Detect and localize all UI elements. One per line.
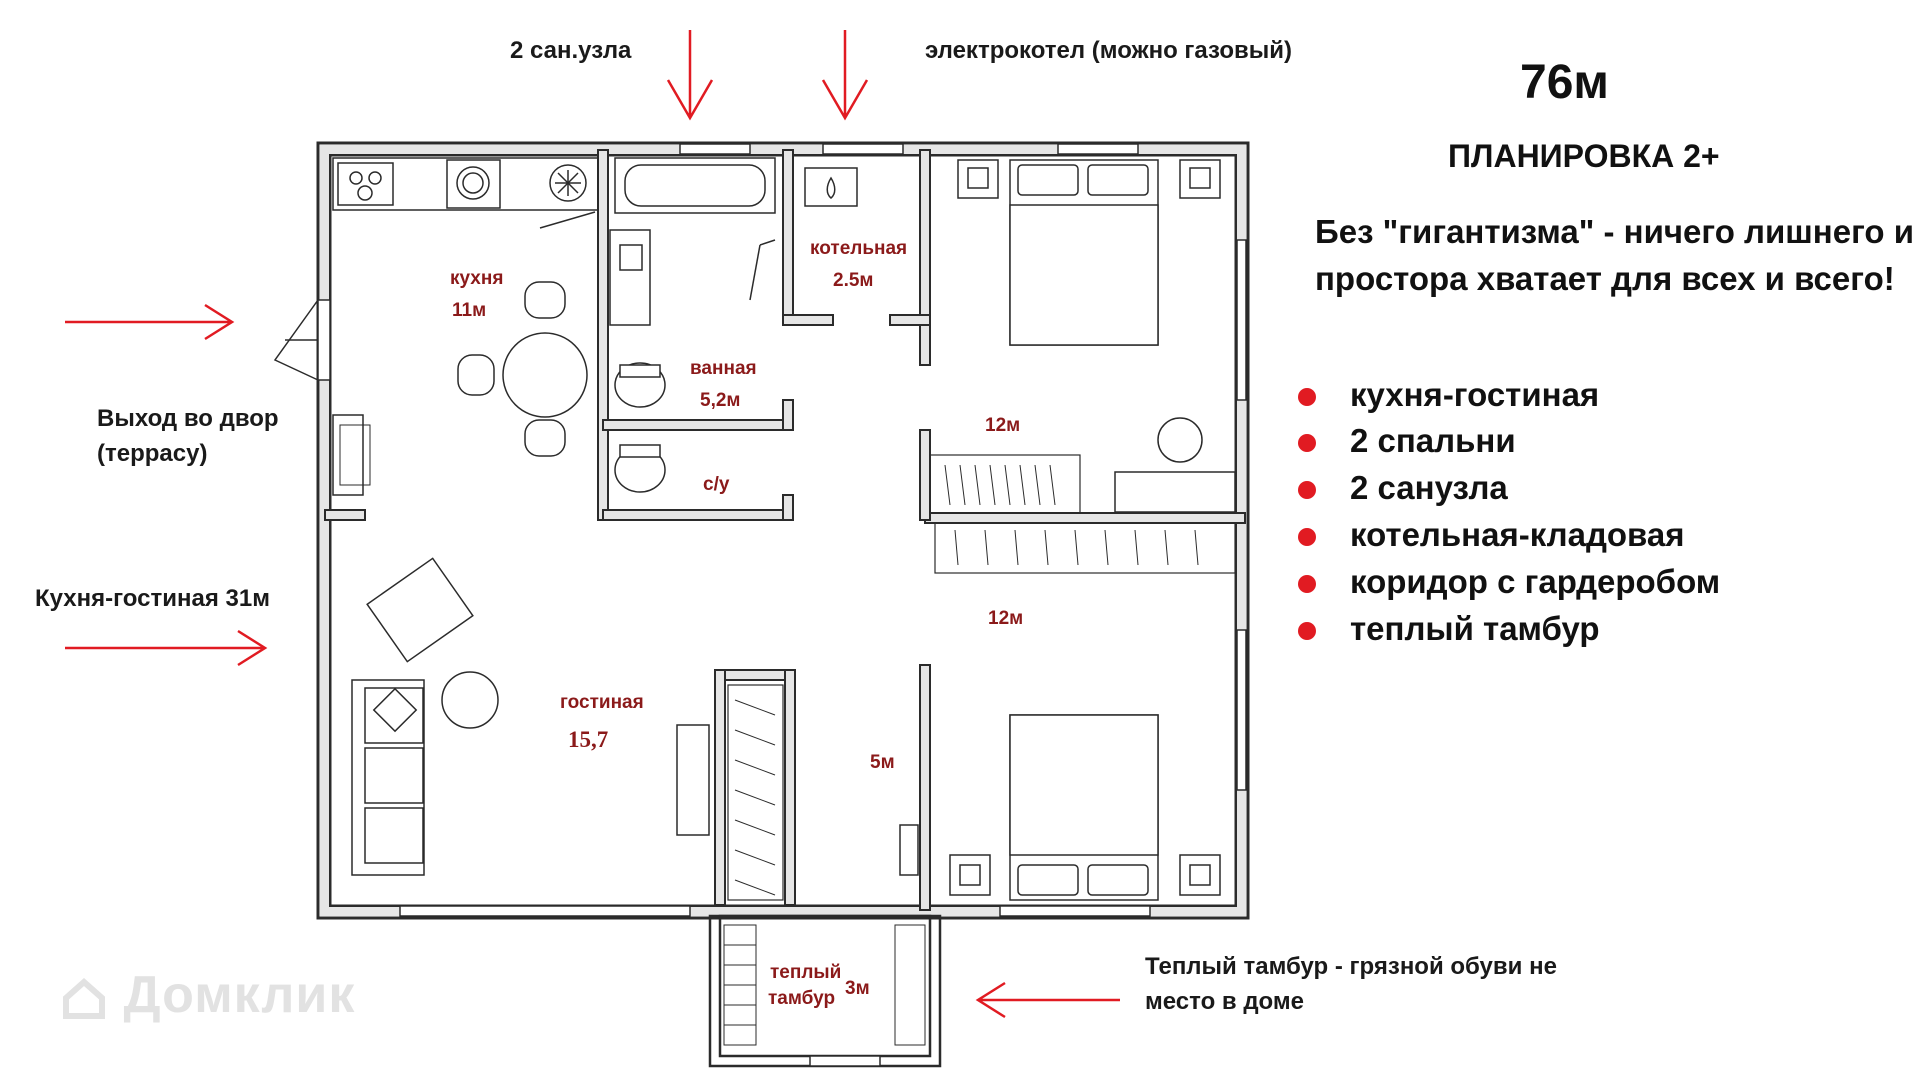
- room-vestibule-name2: тамбур: [768, 988, 836, 1009]
- layout-title: ПЛАНИРОВКА 2+: [1448, 138, 1720, 174]
- interior-walls: [324, 149, 1246, 911]
- annotation-exit-line2: (террасу): [97, 440, 208, 467]
- slogan-line2: простора хватает для всех и всего!: [1315, 260, 1895, 297]
- hanger-lines: [734, 464, 1199, 896]
- annotation-boiler: электрокотел (можно газовый): [925, 37, 1293, 64]
- room-wc-name: с/у: [703, 474, 730, 495]
- annotation-vestibule-line1: Теплый тамбур - грязной обуви не: [1145, 953, 1557, 980]
- room-living-area: 15,7: [568, 727, 609, 752]
- wardrobes: [727, 454, 1236, 901]
- feature-item: коридор с гардеробом: [1350, 563, 1721, 600]
- room-bath-area: 5,2м: [700, 390, 741, 411]
- kitchen-counter: [332, 157, 599, 229]
- bullet-icon: [1298, 528, 1316, 546]
- bullet-icon: [1298, 481, 1316, 499]
- room-vestibule-area: 3м: [845, 978, 870, 999]
- annotation-bathrooms: 2 сан.узла: [510, 37, 632, 64]
- bullet-icon: [1298, 388, 1316, 406]
- bedroom2-furniture: [899, 714, 1221, 901]
- shoe-rack: [723, 924, 926, 1046]
- total-area: 76м: [1520, 56, 1609, 109]
- feature-item: котельная-кладовая: [1350, 516, 1685, 553]
- feature-item: 2 санузла: [1350, 469, 1508, 506]
- feature-item: теплый тамбур: [1350, 610, 1600, 647]
- room-bedroom1-area: 12м: [985, 415, 1021, 436]
- living-furniture: [351, 557, 710, 876]
- watermark: Домклик: [60, 965, 355, 1025]
- bedroom1-furniture: [957, 159, 1236, 513]
- bullet-icon: [1298, 575, 1316, 593]
- arrows: [65, 30, 1120, 1019]
- house-icon: [60, 974, 108, 1022]
- annotation-kitchen-living: Кухня-гостиная 31м: [35, 585, 270, 612]
- boiler: [804, 167, 858, 207]
- room-bath-name: ванная: [690, 358, 757, 379]
- room-kitchen-name: кухня: [450, 268, 504, 289]
- room-living-name: гостиная: [560, 692, 644, 713]
- room-bedroom2-area: 12м: [988, 608, 1024, 629]
- bathroom-fixtures: [609, 157, 776, 408]
- wc-toilet: [614, 444, 666, 493]
- sideboard: [332, 414, 364, 496]
- room-boiler-name: котельная: [810, 238, 908, 259]
- dining-table: [457, 281, 588, 457]
- bullet-icon: [1298, 622, 1316, 640]
- bullet-icon: [1298, 434, 1316, 452]
- feature-item: 2 спальни: [1350, 422, 1516, 459]
- feature-item: кухня-гостиная: [1350, 376, 1600, 413]
- room-vestibule-name1: теплый: [770, 962, 842, 983]
- annotation-exit-line1: Выход во двор: [97, 405, 279, 432]
- room-corridor-area: 5м: [870, 752, 895, 773]
- slogan-line1: Без "гигантизма" - ничего лишнего и: [1315, 213, 1915, 250]
- annotation-vestibule-line2: место в доме: [1145, 988, 1304, 1015]
- room-boiler-area: 2.5м: [833, 270, 874, 291]
- room-kitchen-area: 11м: [452, 300, 487, 321]
- windows: [399, 143, 1247, 917]
- yard-door: [273, 299, 331, 381]
- watermark-text: Домклик: [123, 966, 356, 1024]
